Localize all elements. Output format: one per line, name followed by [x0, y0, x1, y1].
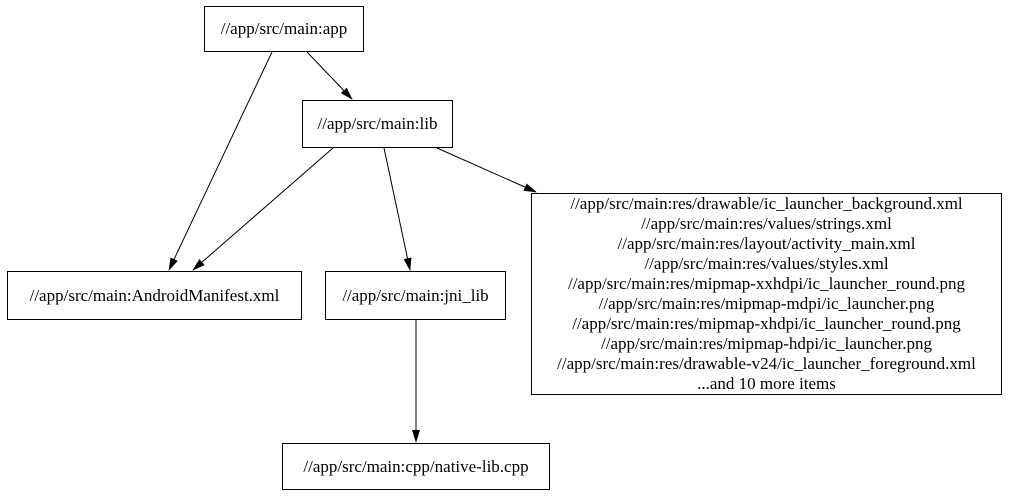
edge-app-to-lib — [306, 51, 353, 100]
resource-item: //app/src/main:res/layout/activity_main.… — [617, 234, 916, 253]
resource-item: //app/src/main:res/mipmap-xxhdpi/ic_laun… — [567, 274, 966, 293]
edge-lib-to-manifest — [192, 147, 334, 271]
resource-item: //app/src/main:res/values/strings.xml — [641, 214, 892, 233]
resource-item: //app/src/main:res/mipmap-mdpi/ic_launch… — [598, 294, 935, 313]
node-native-lib-cpp-label: //app/src/main:cpp/native-lib.cpp — [303, 456, 529, 476]
resource-item: //app/src/main:res/drawable-v24/ic_launc… — [557, 354, 976, 373]
node-android-manifest-label: //app/src/main:AndroidManifest.xml — [29, 285, 280, 305]
resource-item: //app/src/main:res/drawable/ic_launcher_… — [570, 194, 963, 213]
resource-items-more: ...and 10 more items — [697, 374, 836, 393]
node-jni-lib: //app/src/main:jni_lib — [325, 271, 506, 320]
node-lib-label: //app/src/main:lib — [317, 114, 438, 133]
edge-app-to-manifest — [168, 51, 273, 271]
node-app-label: //app/src/main:app — [220, 19, 348, 38]
resource-item: //app/src/main:res/values/styles.xml — [644, 254, 889, 273]
node-jni-lib-label: //app/src/main:jni_lib — [342, 285, 489, 305]
node-android-manifest: //app/src/main:AndroidManifest.xml — [7, 271, 302, 320]
edge-lib-to-resources — [436, 147, 537, 193]
node-lib: //app/src/main:lib — [302, 100, 453, 148]
node-app: //app/src/main:app — [204, 6, 364, 52]
resource-item: //app/src/main:res/mipmap-hdpi/ic_launch… — [601, 334, 932, 353]
edge-lib-to-jni-lib — [383, 147, 412, 271]
resource-item: //app/src/main:res/mipmap-xhdpi/ic_launc… — [572, 314, 961, 333]
node-resources-group: //app/src/main:res/drawable/ic_launcher_… — [531, 193, 1002, 395]
node-native-lib-cpp: //app/src/main:cpp/native-lib.cpp — [282, 443, 550, 490]
